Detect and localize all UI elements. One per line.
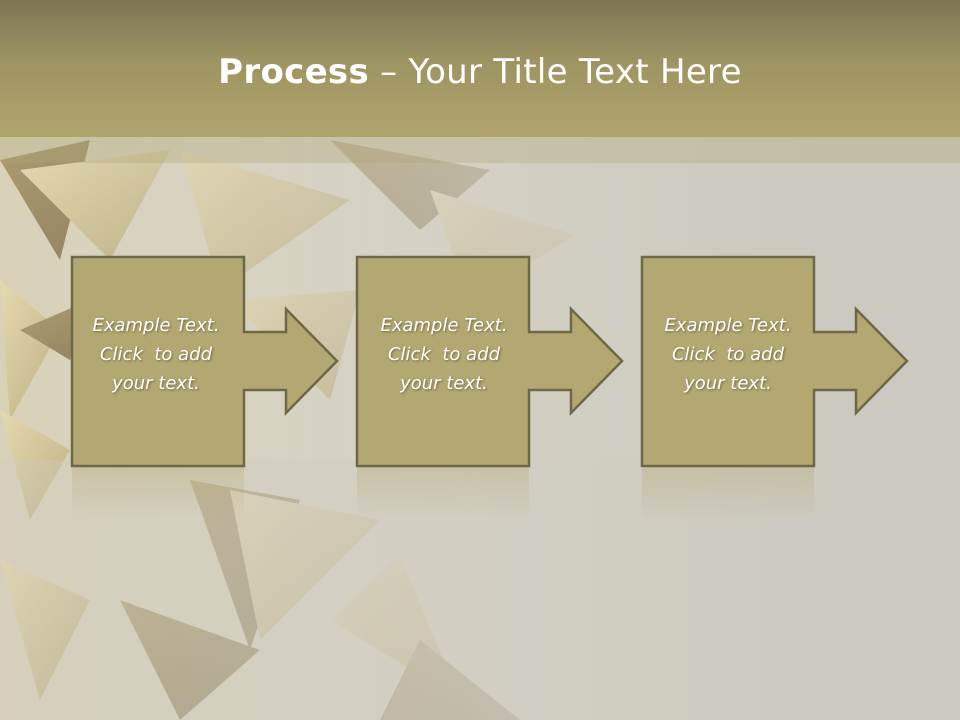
step-2-line-3: your text.: [400, 373, 488, 394]
step-1-line-1: Example Text.: [92, 315, 220, 336]
process-step-1-shape[interactable]: [70, 255, 339, 468]
step-1-line-2: Click to add: [99, 344, 212, 365]
step-2-line-2: Click to add: [387, 344, 500, 365]
title-sub-band: [0, 137, 960, 163]
process-step-1-text[interactable]: Example Text. Click to add your text.: [71, 311, 241, 398]
step-1-line-3: your text.: [112, 373, 200, 394]
process-step-2-shape[interactable]: [355, 255, 624, 468]
title-band: [0, 0, 960, 137]
process-step-3-shape[interactable]: [640, 255, 909, 468]
process-reflections: [72, 466, 814, 520]
title-bold: Process: [218, 52, 370, 92]
step-3-line-1: Example Text.: [664, 315, 792, 336]
process-step-3-text[interactable]: Example Text. Click to add your text.: [643, 311, 813, 398]
step-2-line-1: Example Text.: [380, 315, 508, 336]
step-3-line-3: your text.: [684, 373, 772, 394]
title-rest: – Your Title Text Here: [369, 52, 742, 92]
process-step-2-text[interactable]: Example Text. Click to add your text.: [359, 311, 529, 398]
step-3-line-2: Click to add: [671, 344, 784, 365]
slide-title[interactable]: Process – Your Title Text Here: [0, 52, 960, 92]
